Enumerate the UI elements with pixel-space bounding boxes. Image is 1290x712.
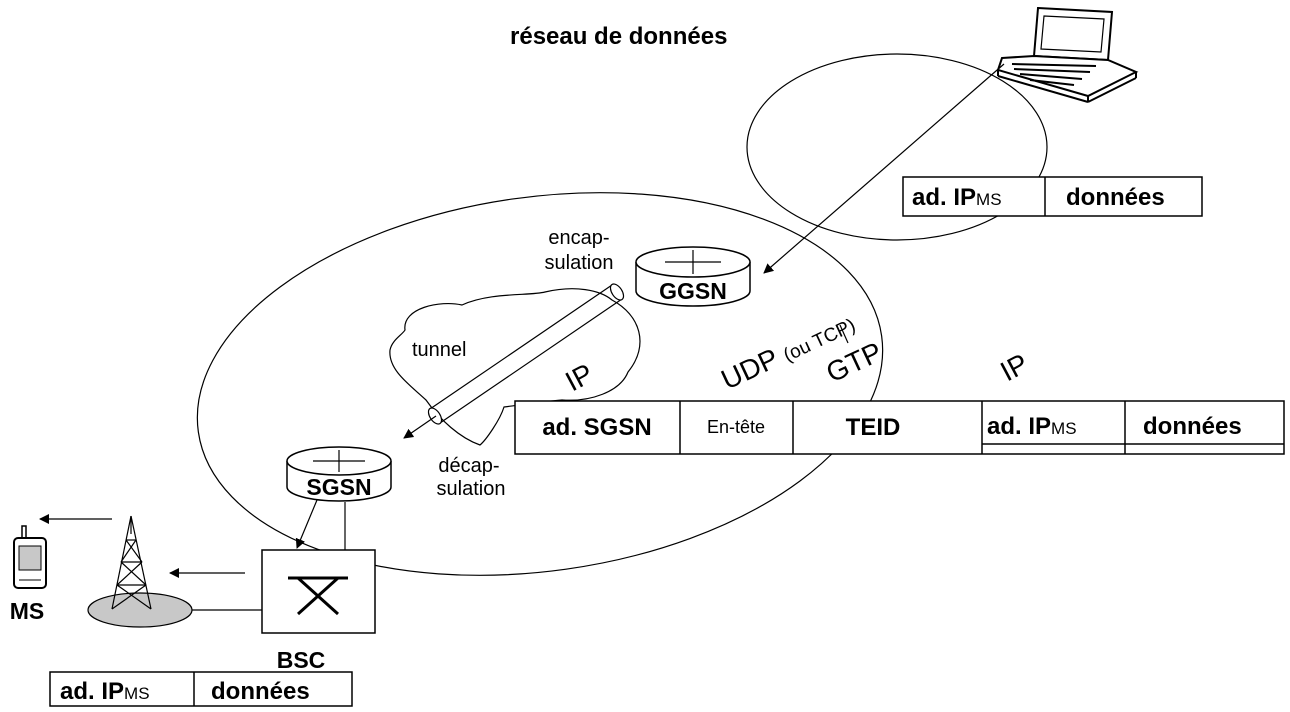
bsc-label: BSC xyxy=(277,647,326,673)
packet-main-header: En-tête xyxy=(707,417,765,437)
packet-main-address: ad. IPMS xyxy=(987,413,1077,440)
decapsulation-label-2: sulation xyxy=(437,478,506,500)
packet-top-address-sub: MS xyxy=(976,190,1002,209)
packet-main-teid: TEID xyxy=(846,414,901,441)
data-network-ellipse xyxy=(746,53,1048,241)
sgsn-label: SGSN xyxy=(306,474,371,500)
packet-top: ad. IPMS données xyxy=(902,176,1203,217)
packet-bottom-data: données xyxy=(211,678,310,705)
antenna-tower-icon xyxy=(87,515,193,628)
encapsulation-label-2: sulation xyxy=(545,252,614,274)
bsc-switch-icon xyxy=(261,549,376,634)
packet-top-address: ad. IPMS xyxy=(912,184,1002,211)
arrow-tunnel-to-sgsn xyxy=(403,415,437,439)
arrow-laptop-to-ggsn xyxy=(763,63,1005,274)
packet-main: ad. SGSN En-tête TEID ad. IPMS données xyxy=(514,400,1285,455)
laptop-icon xyxy=(996,6,1139,103)
gprs-network-ellipse xyxy=(196,192,884,576)
packet-bottom-address-main: ad. IP xyxy=(60,678,124,705)
packet-bottom: ad. IPMS données xyxy=(49,671,353,707)
ggsn-router-icon: GGSN xyxy=(635,246,751,307)
encapsulation-label-1: encap- xyxy=(548,227,609,249)
title-reseau-de-donnees: réseau de données xyxy=(510,23,727,50)
gtp-connector-line xyxy=(839,324,849,344)
decapsulation-label-1: décap- xyxy=(438,455,499,477)
packet-main-sgsn-address: ad. SGSN xyxy=(542,414,651,441)
mobile-phone-icon xyxy=(13,525,47,589)
udp-label-main: UDP xyxy=(716,343,782,396)
packet-main-data: données xyxy=(1143,413,1242,440)
tunnel-cloud xyxy=(389,288,641,446)
sgsn-router-icon: SGSN xyxy=(286,446,392,502)
packet-bottom-address-sub: MS xyxy=(124,684,150,703)
packet-top-data: données xyxy=(1066,184,1165,211)
ms-label: MS xyxy=(10,598,45,624)
packet-bottom-address: ad. IPMS xyxy=(60,678,150,705)
ip-label-right: IP xyxy=(995,348,1033,388)
tunnel-label: tunnel xyxy=(412,339,467,361)
packet-main-address-main: ad. IP xyxy=(987,413,1051,440)
packet-top-address-main: ad. IP xyxy=(912,184,976,211)
ggsn-label: GGSN xyxy=(659,278,727,304)
packet-main-address-sub: MS xyxy=(1051,419,1077,438)
tunnel-pipe xyxy=(427,283,625,425)
link-sgsn-bsc-arrow xyxy=(295,499,318,549)
